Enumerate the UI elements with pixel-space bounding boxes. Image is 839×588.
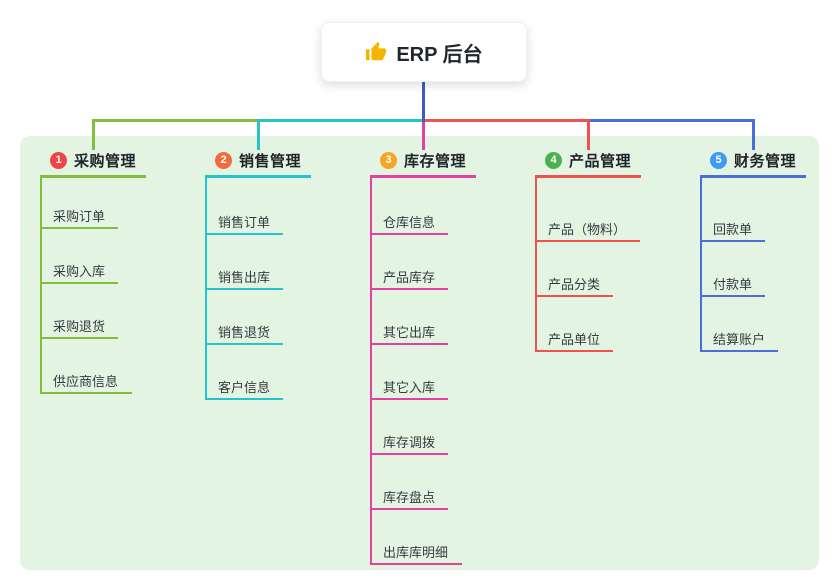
- branch-3-child-7[interactable]: 出库库明细: [383, 545, 449, 560]
- branch-5-child-3-underline: [700, 350, 778, 352]
- branch-3-spine: [370, 178, 372, 565]
- numbered-badge: 3: [380, 151, 397, 169]
- root-title: ERP 后台: [396, 43, 483, 66]
- branch-3-child-4[interactable]: 其它入库: [383, 380, 436, 395]
- numbered-badge: 4: [545, 151, 562, 169]
- branch-3-title[interactable]: 3 库存管理: [370, 149, 466, 171]
- branch-2-label: 销售管理: [239, 152, 302, 170]
- connector-branch-2: [258, 119, 423, 122]
- branch-3-child-6-underline: [370, 508, 448, 510]
- branch-1-underline: [40, 175, 146, 178]
- branch-2-child-1-underline: [205, 233, 283, 235]
- branch-5-child-3[interactable]: 结算账户: [713, 332, 766, 347]
- branch-3-child-1[interactable]: 仓库信息: [383, 215, 436, 230]
- branch-1-child-2[interactable]: 采购入库: [53, 264, 106, 279]
- branch-1-child-3-underline: [40, 337, 118, 339]
- connector-branch-4: [423, 119, 588, 122]
- branch-1-spine: [40, 178, 42, 394]
- branch-5-spine: [700, 178, 702, 352]
- branch-5-child-1-underline: [700, 240, 765, 242]
- branch-3-child-5-underline: [370, 453, 448, 455]
- branch-2-child-3[interactable]: 销售退货: [218, 325, 271, 340]
- branch-4-label: 产品管理: [569, 152, 632, 170]
- branch-1-child-2-underline: [40, 282, 118, 284]
- branch-1-child-4-underline: [40, 392, 132, 394]
- branch-3-child-6[interactable]: 库存盘点: [383, 490, 436, 505]
- stub-branch-5: [751, 119, 755, 150]
- branch-3-child-5[interactable]: 库存调拨: [383, 435, 436, 450]
- branch-4-spine: [535, 178, 537, 352]
- stub-branch-2: [256, 119, 260, 150]
- branch-4-child-2-underline: [535, 295, 613, 297]
- branch-4-child-3[interactable]: 产品单位: [548, 332, 601, 347]
- branch-2-child-2-underline: [205, 288, 283, 290]
- branch-4-child-1[interactable]: 产品（物料）: [548, 222, 627, 237]
- branches-panel: [20, 136, 819, 570]
- branch-3-label: 库存管理: [404, 152, 467, 170]
- branch-1-title[interactable]: 1 采购管理: [40, 149, 136, 171]
- branch-2-underline: [205, 175, 311, 178]
- branch-1-child-1-underline: [40, 227, 118, 229]
- branch-2-title[interactable]: 2 销售管理: [205, 149, 301, 171]
- branch-3-child-2[interactable]: 产品库存: [383, 270, 436, 285]
- root-node[interactable]: ERP 后台: [321, 22, 527, 82]
- branch-1-child-3[interactable]: 采购退货: [53, 319, 106, 334]
- branch-5-child-2-underline: [700, 295, 765, 297]
- branch-3-child-3[interactable]: 其它出库: [383, 325, 436, 340]
- numbered-badge: 5: [710, 151, 727, 169]
- branch-5-title[interactable]: 5 财务管理: [700, 149, 796, 171]
- numbered-badge: 2: [215, 151, 232, 169]
- thumbs-up-icon: [365, 41, 387, 63]
- branch-5-underline: [700, 175, 806, 178]
- branch-2-child-3-underline: [205, 343, 283, 345]
- numbered-badge: 1: [50, 151, 67, 169]
- branch-1-label: 采购管理: [74, 152, 137, 170]
- branch-5-child-2[interactable]: 付款单: [713, 277, 753, 292]
- branch-3-child-7-underline: [370, 563, 462, 565]
- branch-4-underline: [535, 175, 641, 178]
- branch-5-label: 财务管理: [734, 152, 797, 170]
- branch-1-child-1[interactable]: 采购订单: [53, 209, 106, 224]
- branch-3-underline: [370, 175, 476, 178]
- stub-branch-4: [586, 119, 590, 150]
- branch-3-child-1-underline: [370, 233, 448, 235]
- branch-3-child-2-underline: [370, 288, 448, 290]
- branch-4-child-2[interactable]: 产品分类: [548, 277, 601, 292]
- stub-branch-1: [91, 119, 95, 150]
- root-connector: [421, 80, 425, 122]
- branch-4-child-3-underline: [535, 350, 613, 352]
- branch-1-child-4[interactable]: 供应商信息: [53, 374, 119, 389]
- branch-2-child-4[interactable]: 客户信息: [218, 380, 271, 395]
- branch-3-child-3-underline: [370, 343, 448, 345]
- branch-5-child-1[interactable]: 回款单: [713, 222, 753, 237]
- branch-2-child-2[interactable]: 销售出库: [218, 270, 271, 285]
- branch-4-child-1-underline: [535, 240, 640, 242]
- branch-2-child-1[interactable]: 销售订单: [218, 215, 271, 230]
- branch-2-child-4-underline: [205, 398, 283, 400]
- branch-3-child-4-underline: [370, 398, 448, 400]
- stub-branch-3: [421, 119, 425, 150]
- branch-4-title[interactable]: 4 产品管理: [535, 149, 631, 171]
